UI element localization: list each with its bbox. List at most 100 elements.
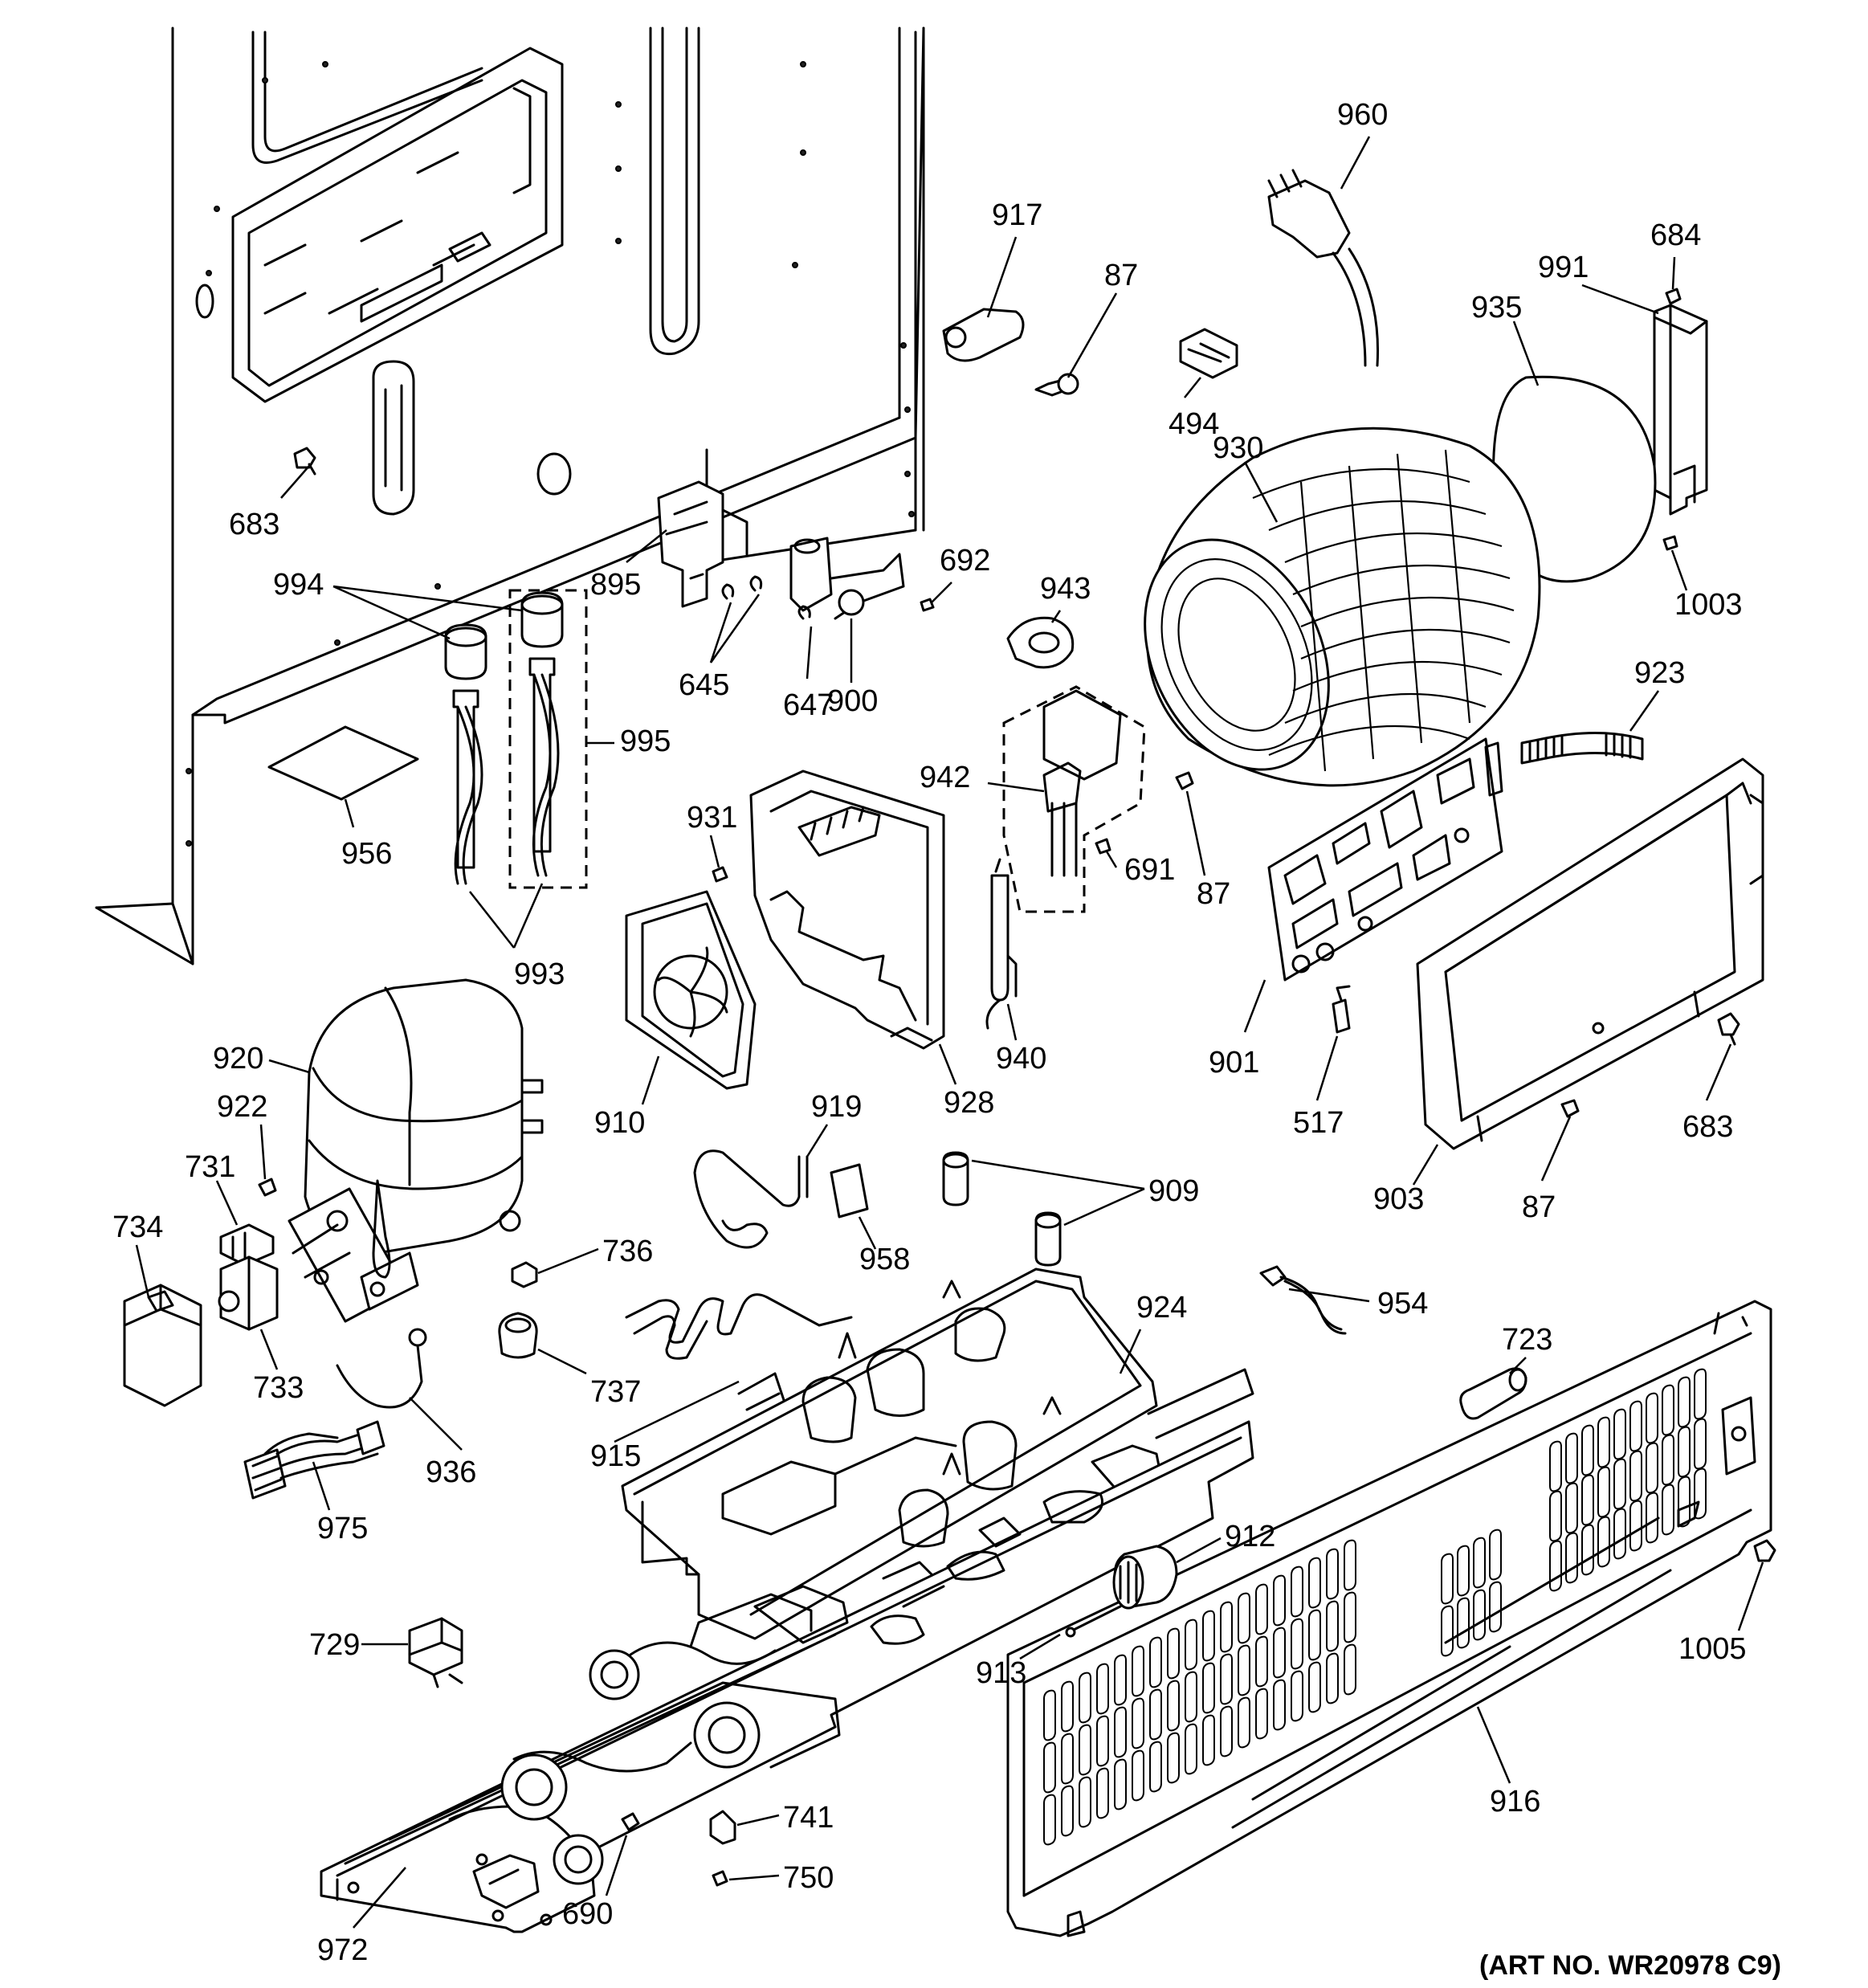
callout-916: 916 — [1490, 1785, 1540, 1819]
grille-slot — [1549, 1490, 1562, 1542]
callout-991: 991 — [1538, 251, 1589, 284]
part-991-bracket — [1653, 304, 1708, 516]
callout-930: 930 — [1213, 431, 1263, 465]
part-924-drain-pan — [621, 1268, 1254, 1640]
callout-922: 922 — [217, 1090, 267, 1124]
grille-slot — [1149, 1636, 1162, 1688]
grille-slot — [1273, 1679, 1286, 1731]
callout-910: 910 — [594, 1106, 645, 1140]
callout-960: 960 — [1337, 98, 1388, 132]
grille-slot — [1694, 1368, 1707, 1420]
grille-slot — [1694, 1418, 1707, 1470]
callout-915: 915 — [590, 1439, 641, 1473]
part-912-fan-motor — [1112, 1545, 1178, 1610]
part-922-screw — [258, 1178, 277, 1197]
grille-slot — [1489, 1529, 1502, 1581]
grille-slot — [1202, 1714, 1215, 1766]
grille-slot — [1629, 1500, 1642, 1552]
grille-slot — [1597, 1516, 1610, 1568]
callout-936: 936 — [426, 1455, 476, 1489]
part-910-fan — [625, 890, 757, 1090]
callout-647: 647 — [783, 688, 834, 722]
callout-87-lower: 87 — [1522, 1190, 1556, 1224]
callout-943: 943 — [1040, 572, 1091, 606]
part-87-screw-top — [1034, 373, 1079, 397]
grille-slot — [1308, 1661, 1321, 1713]
grille-slot — [1308, 1557, 1321, 1609]
part-940-dryer — [985, 858, 1018, 1030]
grille-slot — [1202, 1610, 1215, 1662]
grille-slot — [1202, 1662, 1215, 1714]
part-903-board-cover — [1416, 757, 1764, 1150]
part-943-thermal-cutout — [1006, 616, 1075, 669]
grille-slot — [1662, 1384, 1674, 1436]
part-928-fan-shroud — [749, 769, 945, 1050]
part-723-tube — [1459, 1367, 1527, 1420]
callout-734: 734 — [112, 1210, 163, 1244]
grille-slot — [1061, 1733, 1074, 1785]
part-683-screw-upper — [293, 447, 316, 476]
grille-slot — [1114, 1654, 1127, 1706]
part-958-pad — [830, 1163, 869, 1219]
part-517-standoff — [1332, 985, 1351, 1034]
grille-slot — [1043, 1689, 1056, 1741]
part-916-grille — [1006, 1300, 1772, 1937]
part-972-base-pan — [320, 1420, 1254, 1933]
grille-slot — [1565, 1532, 1578, 1584]
part-647-clip — [797, 605, 811, 620]
cabinet-holes — [186, 61, 915, 847]
grille-slot — [1581, 1474, 1594, 1526]
callout-972: 972 — [317, 1933, 368, 1967]
grille-slot — [1096, 1663, 1109, 1715]
grille-slot — [1694, 1468, 1707, 1520]
grille-slot — [1220, 1705, 1233, 1757]
callout-901: 901 — [1209, 1046, 1259, 1080]
part-1005-screw — [1753, 1539, 1776, 1562]
grille-slot — [1291, 1618, 1303, 1670]
grille-slot — [1185, 1619, 1197, 1671]
part-734-cover — [123, 1284, 202, 1407]
grille-slot — [1291, 1670, 1303, 1722]
grille-slot — [1646, 1392, 1658, 1444]
part-901-main-control-board — [1267, 737, 1503, 982]
part-692-screw — [920, 598, 935, 612]
callout-975: 975 — [317, 1512, 368, 1545]
grille-slot — [1457, 1545, 1470, 1597]
callout-912: 912 — [1225, 1520, 1275, 1553]
callout-931: 931 — [687, 801, 737, 835]
grille-slot — [1597, 1416, 1610, 1468]
callout-736: 736 — [602, 1235, 653, 1268]
grille-slot — [1185, 1723, 1197, 1775]
grille-slot — [1220, 1653, 1233, 1705]
callout-923: 923 — [1634, 656, 1685, 690]
grille-slot — [1678, 1426, 1691, 1478]
part-733-overload — [218, 1255, 279, 1331]
callout-494: 494 — [1169, 407, 1219, 441]
grille-slot — [1167, 1680, 1180, 1732]
grille-slot — [1220, 1601, 1233, 1653]
grille-slot — [1308, 1609, 1321, 1661]
grille-slot — [1255, 1635, 1268, 1688]
grille-slot — [1238, 1644, 1250, 1696]
callout-87-mid: 87 — [1197, 877, 1230, 911]
callout-900: 900 — [827, 684, 878, 718]
callout-517: 517 — [1293, 1106, 1344, 1140]
part-900-water-valve — [789, 537, 905, 620]
callout-924: 924 — [1136, 1291, 1187, 1325]
part-915-drain-tube — [625, 1293, 853, 1423]
grille-slot — [1273, 1627, 1286, 1679]
callout-737: 737 — [590, 1375, 641, 1409]
grille-slot — [1185, 1671, 1197, 1723]
callout-723: 723 — [1502, 1323, 1552, 1357]
callout-958: 958 — [859, 1243, 910, 1276]
callout-labels: 960 917 87 684 991 935 494 930 683 895 6… — [112, 98, 1781, 1981]
callout-741: 741 — [783, 1801, 834, 1835]
callout-683-upper: 683 — [229, 508, 279, 541]
grille-slot — [1132, 1749, 1144, 1802]
part-684-screw — [1665, 288, 1682, 305]
callout-942: 942 — [920, 761, 970, 794]
part-956-pad — [267, 725, 419, 801]
part-741-clip — [709, 1810, 736, 1845]
grille-slot — [1629, 1450, 1642, 1502]
